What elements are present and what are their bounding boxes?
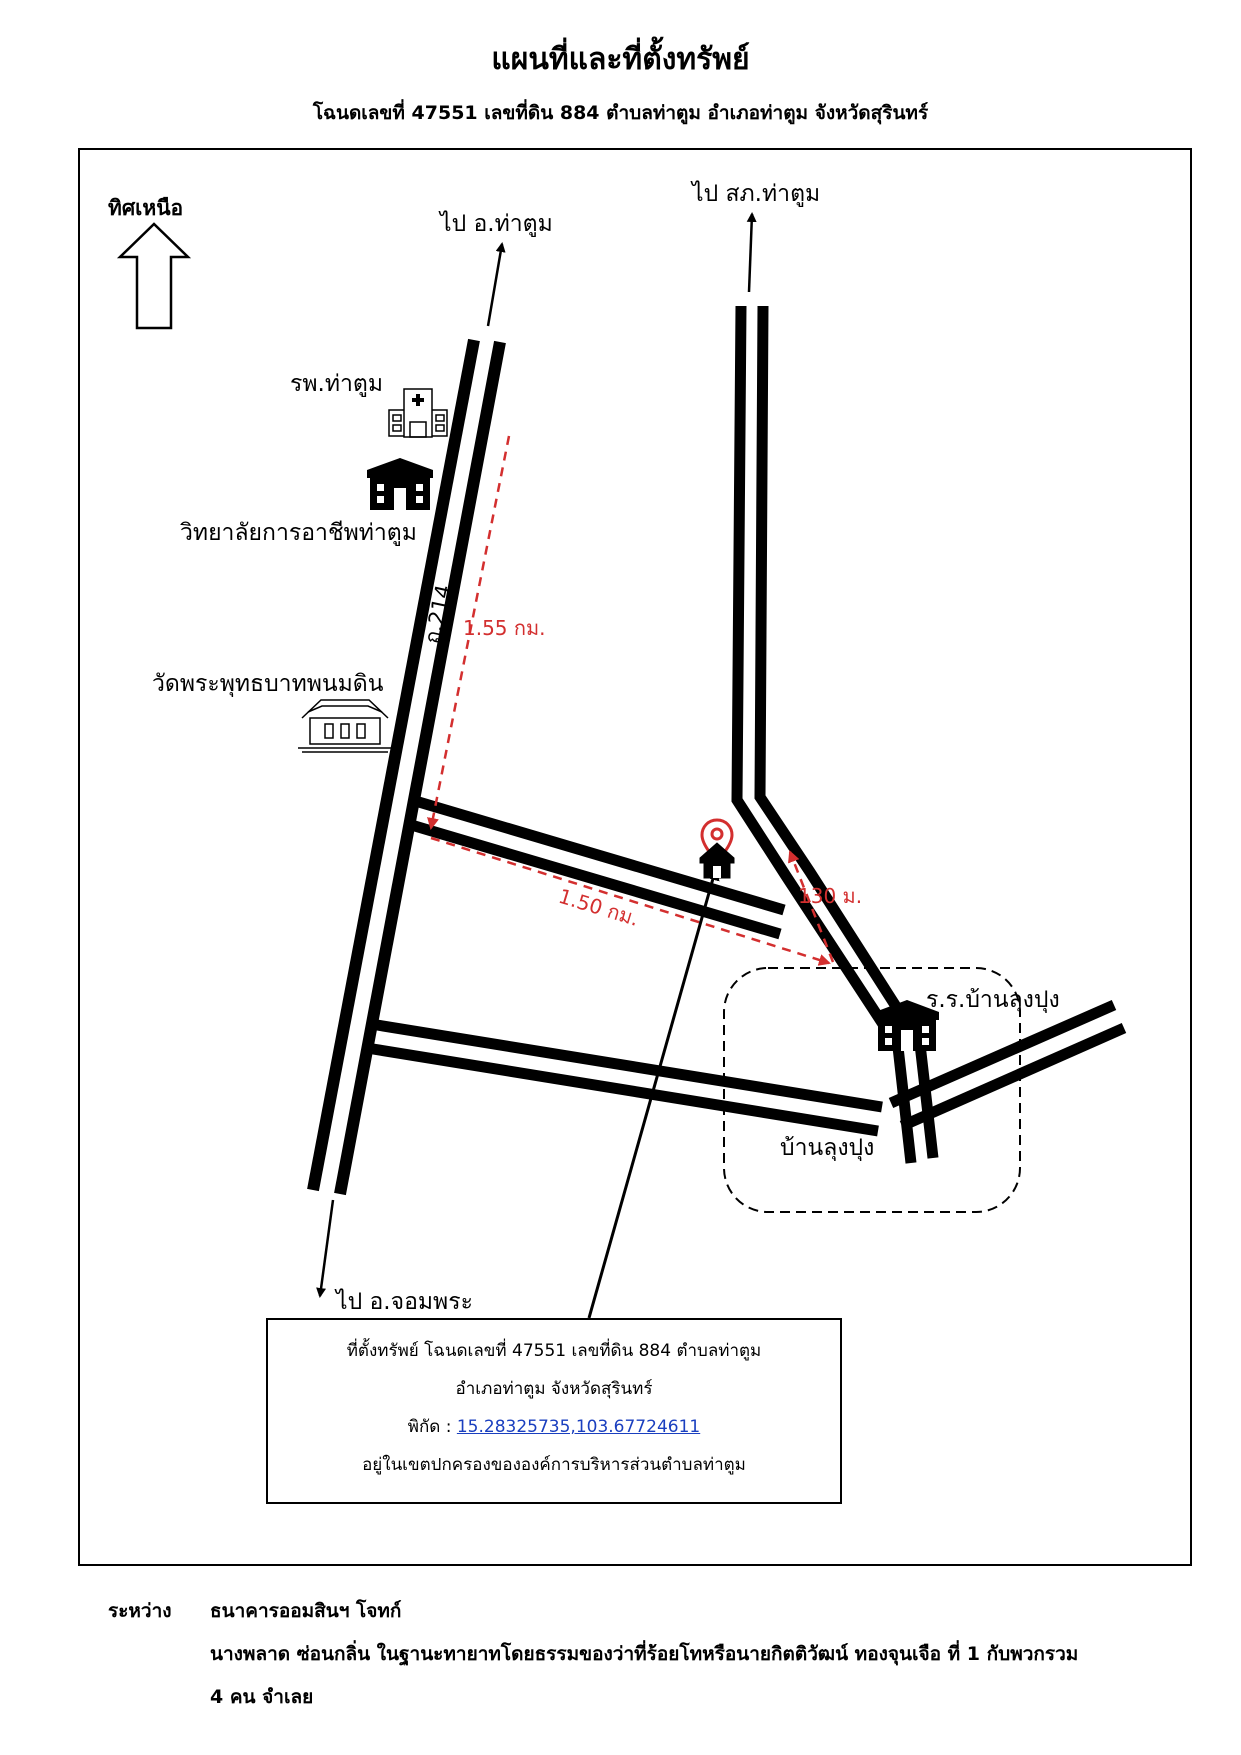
info-line-2: อำเภอท่าตูม จังหวัดสุรินทร์	[455, 1379, 653, 1399]
coord-label: พิกัด :	[407, 1417, 457, 1437]
arrow-to-tha-tum	[486, 242, 506, 327]
property-pin-icon	[699, 818, 735, 879]
label-hospital: รพ.ท่าตูม	[290, 371, 383, 397]
road-to-police	[731, 305, 939, 1164]
property-info-box: ที่ตั้งทรัพย์ โฉนดเลขที่ 47551 เลขที่ดิน…	[266, 1318, 842, 1504]
school-icon	[875, 1000, 939, 1051]
page-title: แผนที่และที่ตั้งทรัพย์	[491, 42, 750, 77]
label-distance-1: 1.55 กม.	[463, 616, 546, 640]
plaintiff: ธนาคารออมสินฯ โจทก์	[210, 1600, 402, 1622]
label-college: วิทยาลัยการอาชีพท่าตูม	[180, 520, 417, 546]
hospital-icon	[388, 388, 448, 438]
info-line-1: ที่ตั้งทรัพย์ โฉนดเลขที่ 47551 เลขที่ดิน…	[346, 1341, 762, 1361]
label-to-tha-tum: ไป อ.ท่าตูม	[440, 211, 553, 237]
coord-link[interactable]: 15.28325735,103.67724611	[456, 1417, 701, 1437]
lower-road	[372, 1019, 883, 1137]
label-village: บ้านลุงปุง	[780, 1135, 875, 1161]
defendant-count: 4 คน จำเลย	[210, 1686, 314, 1708]
label-to-chom-phra: ไป อ.จอมพระ	[336, 1289, 473, 1315]
info-line-4: อยู่ในเขตปกครองขององค์การบริหารส่วนตำบลท…	[362, 1455, 746, 1475]
label-school: ร.ร.บ้านลุงปุง	[926, 987, 1060, 1013]
arrow-to-chom-phra	[316, 1199, 335, 1298]
defendant: นางพลาด ซ่อนกลิ่น ในฐานะทายาทโดยธรรมของว…	[210, 1643, 1079, 1665]
college-icon	[367, 458, 433, 510]
connecting-road	[406, 794, 786, 940]
label-temple: วัดพระพุทธบาทพนมดิน	[152, 671, 384, 697]
temple-icon	[298, 699, 392, 753]
arrow-to-police	[746, 212, 757, 293]
north-label: ทิศเหนือ	[108, 196, 184, 220]
village-boundary	[723, 967, 1021, 1213]
highway-214	[307, 338, 506, 1196]
page-subtitle: โฉนดเลขที่ 47551 เลขที่ดิน 884 ตำบลท่าตู…	[312, 102, 929, 124]
distance-lines	[427, 435, 835, 966]
map-frame	[78, 148, 1192, 1566]
pointer-line	[587, 866, 720, 1319]
case-parties: ระหว่าง ธนาคารออมสินฯ โจทก์ นางพลาด ซ่อนก…	[108, 1590, 1078, 1719]
info-coordinates: พิกัด : 15.28325735,103.67724611	[268, 1408, 840, 1446]
label-to-police: ไป สภ.ท่าตูม	[692, 181, 821, 207]
between-label: ระหว่าง	[108, 1600, 172, 1622]
label-distance-3: 130 ม.	[798, 884, 863, 908]
north-arrow-icon	[116, 222, 192, 330]
east-road	[888, 999, 1127, 1132]
